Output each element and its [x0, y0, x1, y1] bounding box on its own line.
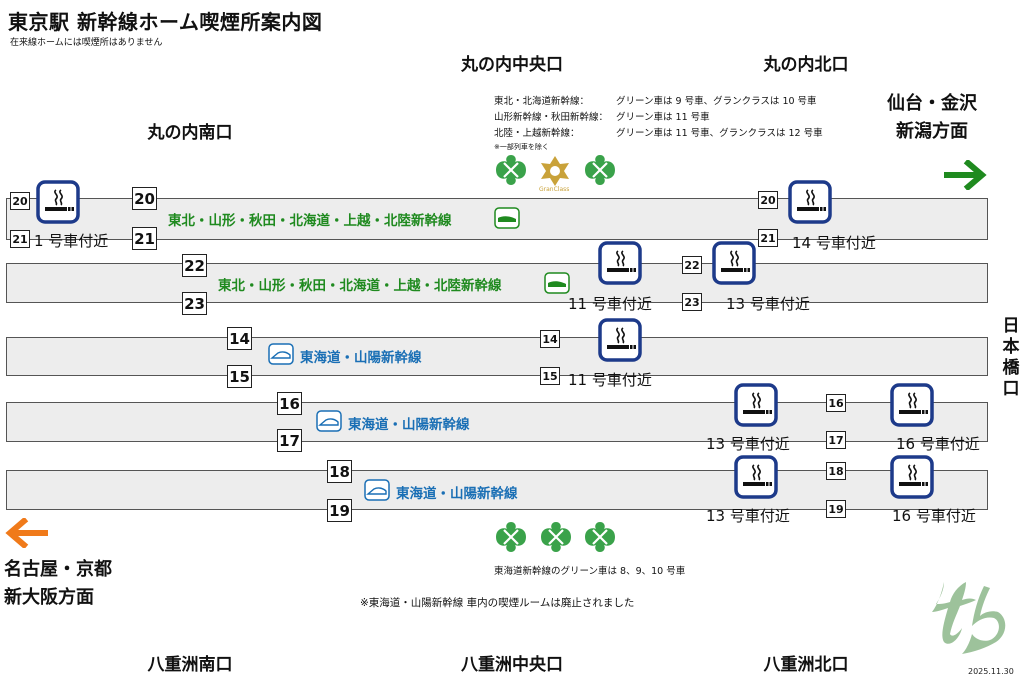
note-tohoku-line: 東北・北海道新幹線：: [494, 96, 590, 107]
platform-22-23: [6, 263, 988, 303]
note-footnote: ※一部列車を除く: [494, 143, 549, 151]
smoking-area-icon: [36, 180, 80, 224]
smoking-location-label: 16 号車付近: [892, 507, 976, 525]
track-number-15: 15: [540, 367, 560, 385]
train-icon: [268, 343, 294, 365]
note-hokuriku-value: グリーン車は 11 号車、グランクラスは 12 号車: [616, 128, 823, 139]
train-icon: [316, 410, 342, 432]
exit-nihonbashi: 日本橋口: [1002, 316, 1020, 399]
track-number-14: 14: [540, 330, 560, 348]
track-number-17: 17: [826, 431, 846, 449]
note-yamagata-value: グリーン車は 11 号車: [616, 112, 710, 123]
arrow-right-icon: [944, 160, 987, 190]
green-car-notes: 東北・北海道新幹線： グリーン車は 9 号車、グランクラスは 10 号車 山形新…: [494, 93, 823, 152]
track-number-21: 21: [10, 230, 30, 248]
destination-southwest: 名古屋・京都 新大阪方面: [4, 556, 112, 612]
line-label-tokaido: 東海道・山陽新幹線: [396, 486, 518, 502]
train-icon: [364, 479, 390, 501]
exit-yaesu-central: 八重洲中央口: [461, 655, 563, 675]
line-label-tokaido: 東海道・山陽新幹線: [348, 417, 470, 433]
smoking-area-icon: [734, 383, 778, 427]
page-title: 東京駅 新幹線ホーム喫煙所案内図: [8, 10, 323, 34]
platform-16-17: [6, 402, 988, 442]
line-label-tohoku: 東北・山形・秋田・北海道・上越・北陸新幹線: [218, 278, 502, 294]
track-number-18: 18: [327, 460, 352, 483]
track-number-23: 23: [182, 292, 207, 315]
exit-marunouchi-south: 丸の内南口: [147, 123, 233, 143]
smoking-area-icon: [890, 455, 934, 499]
smoking-area-icon: [734, 455, 778, 499]
green-car-icon: [585, 522, 615, 552]
destination-northeast: 仙台・金沢 新潟方面: [872, 90, 992, 146]
track-number-19: 19: [327, 499, 352, 522]
train-icon: [544, 272, 570, 294]
smoking-location-label: 1 号車付近: [34, 232, 109, 250]
smoking-location-label: 16 号車付近: [896, 435, 980, 453]
green-car-icon: [541, 522, 571, 552]
smoking-area-icon: [788, 180, 832, 224]
green-car-icon: [496, 155, 526, 185]
smoking-location-label: 13 号車付近: [726, 295, 810, 313]
smoking-area-icon: [890, 383, 934, 427]
track-number-15: 15: [227, 365, 252, 388]
track-number-21: 21: [132, 227, 157, 250]
page-subtitle: 在来線ホームには喫煙所はありません: [10, 38, 163, 48]
track-number-22: 22: [182, 254, 207, 277]
logo-mark-icon: [932, 582, 1006, 654]
destination-northeast-line1: 仙台・金沢: [887, 93, 977, 114]
exit-yaesu-south: 八重洲南口: [147, 655, 233, 675]
track-number-16: 16: [826, 394, 846, 412]
track-number-17: 17: [277, 429, 302, 452]
track-number-20: 20: [10, 192, 30, 210]
track-number-16: 16: [277, 392, 302, 415]
track-number-21: 21: [758, 229, 778, 247]
exit-marunouchi-central: 丸の内中央口: [461, 55, 563, 75]
green-car-icon: [496, 522, 526, 552]
smoking-area-icon: [598, 241, 642, 285]
gran-class-label: GranClass: [539, 186, 570, 193]
track-number-22: 22: [682, 256, 702, 274]
green-car-icon: [585, 155, 615, 185]
track-number-23: 23: [682, 293, 702, 311]
smoking-location-label: 13 号車付近: [706, 507, 790, 525]
note-yamagata-line: 山形新幹線・秋田新幹線：: [494, 112, 609, 123]
train-icon: [494, 207, 520, 229]
smoking-area-icon: [712, 241, 756, 285]
destination-southwest-line2: 新大阪方面: [4, 587, 94, 608]
note-tokaido-green: 東海道新幹線のグリーン車は 8、9、10 号車: [494, 566, 686, 577]
track-number-19: 19: [826, 500, 846, 518]
platform-18-19: [6, 470, 988, 510]
line-label-tohoku: 東北・山形・秋田・北海道・上越・北陸新幹線: [168, 213, 452, 229]
destination-northeast-line2: 新潟方面: [896, 121, 968, 142]
exit-marunouchi-north: 丸の内北口: [763, 55, 849, 75]
line-label-tokaido: 東海道・山陽新幹線: [300, 350, 422, 366]
track-number-20: 20: [758, 191, 778, 209]
note-tohoku-value: グリーン車は 9 号車、グランクラスは 10 号車: [616, 96, 817, 107]
smoking-location-label: 11 号車付近: [568, 371, 652, 389]
arrow-left-icon: [5, 518, 48, 548]
track-number-20: 20: [132, 187, 157, 210]
destination-southwest-line1: 名古屋・京都: [4, 559, 112, 580]
smoking-area-icon: [598, 318, 642, 362]
smoking-location-label: 14 号車付近: [792, 234, 876, 252]
track-number-18: 18: [826, 462, 846, 480]
smoking-location-label: 13 号車付近: [706, 435, 790, 453]
platform-14-15: [6, 337, 988, 376]
note-discontinued: ※東海道・山陽新幹線 車内の喫煙ルームは廃止されました: [360, 597, 635, 609]
date-label: 2025.11.30: [968, 667, 1014, 676]
smoking-location-label: 11 号車付近: [568, 295, 652, 313]
note-hokuriku-line: 北陸・上越新幹線：: [494, 128, 580, 139]
gran-class-icon: [541, 156, 569, 186]
track-number-14: 14: [227, 327, 252, 350]
exit-yaesu-north: 八重洲北口: [763, 655, 849, 675]
